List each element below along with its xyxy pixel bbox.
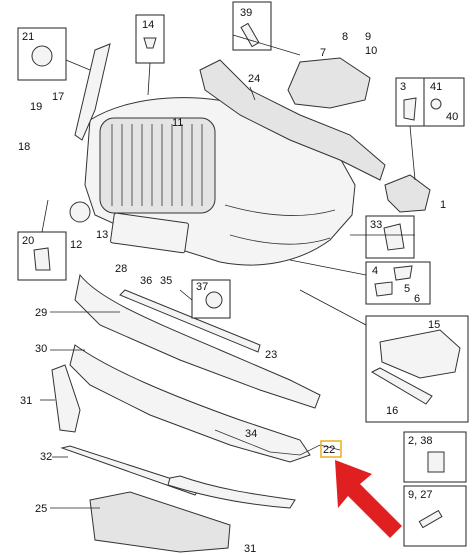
label-23: 23: [265, 349, 277, 361]
leader-lines: [40, 34, 416, 509]
label-17: 17: [52, 91, 64, 103]
label-37: 37: [196, 281, 208, 293]
lower-bumper-cover: [74, 273, 321, 409]
label-39: 39: [240, 7, 252, 19]
plate-holder: [110, 212, 189, 254]
grille-bars: [111, 124, 203, 206]
label-3: 3: [400, 81, 406, 93]
label-31: 31: [20, 395, 32, 407]
wiring-harness: [214, 429, 341, 456]
splash-shield: [89, 491, 231, 553]
callout-labels: 39 9 10 8 7 14 21 24 3 41 40 19 17 18 11…: [18, 7, 458, 555]
bracket-33: [383, 223, 405, 251]
label-12: 12: [70, 239, 82, 251]
label-1: 1: [440, 199, 446, 211]
label-4: 4: [372, 265, 378, 277]
callout-box-39: [232, 1, 272, 51]
label-7: 7: [320, 47, 326, 59]
lower-grille: [119, 289, 261, 353]
fog-trim-boxed: [379, 329, 461, 379]
label-25: 25: [35, 503, 47, 515]
label-9-27: 9, 27: [408, 489, 432, 501]
red-arrow: [335, 460, 402, 538]
label-14: 14: [142, 19, 154, 31]
label-36: 36: [140, 275, 152, 287]
label-2-38: 2, 38: [408, 435, 432, 447]
label-28: 28: [115, 263, 127, 275]
bolt-39: [240, 22, 260, 48]
front-grille: [99, 117, 216, 214]
fog-lower-boxed: [370, 367, 433, 405]
label-24: 24: [248, 73, 260, 85]
cap-37: [205, 291, 223, 309]
label-11: 11: [172, 117, 183, 129]
nut-41: [430, 98, 442, 110]
label-22: 22: [323, 444, 335, 456]
label-16: 16: [386, 405, 398, 417]
label-29: 29: [35, 307, 47, 319]
clip-20: [33, 247, 51, 271]
side-trim-left: [51, 364, 81, 433]
label-30: 30: [35, 343, 47, 355]
top-bracket: [287, 57, 371, 109]
clip-6: [374, 281, 393, 297]
left-side-strip: [74, 43, 111, 141]
label-19: 19: [30, 101, 42, 113]
highlight-box-22: [320, 440, 342, 458]
label-9: 9: [365, 31, 371, 43]
label-32: 32: [40, 451, 52, 463]
label-13: 13: [96, 229, 108, 241]
label-40: 40: [446, 111, 458, 123]
bracket-3: [403, 97, 417, 121]
label-10: 10: [365, 45, 377, 57]
spoiler: [69, 344, 311, 463]
emblem: [69, 201, 91, 223]
label-31-bottom: 31: [244, 543, 256, 555]
label-41: 41: [430, 81, 442, 93]
label-34: 34: [245, 428, 257, 440]
label-35: 35: [160, 275, 172, 287]
label-18: 18: [18, 141, 30, 153]
label-33: 33: [370, 219, 382, 231]
clip-4: [393, 265, 413, 281]
lower-strip: [167, 475, 296, 509]
label-8: 8: [342, 31, 348, 43]
screw-9: [418, 509, 443, 529]
label-21: 21: [22, 31, 34, 43]
bumper-lower-line: [224, 204, 336, 245]
side-bracket: [384, 174, 431, 213]
label-6: 6: [414, 293, 420, 305]
label-15: 15: [428, 319, 440, 331]
label-5: 5: [404, 283, 410, 295]
clip-14: [143, 37, 157, 49]
sensor-21: [31, 45, 53, 67]
label-20: 20: [22, 235, 34, 247]
clip-2: [427, 451, 445, 473]
bumper-beam: [199, 59, 386, 181]
callout-box-41: [423, 77, 465, 127]
